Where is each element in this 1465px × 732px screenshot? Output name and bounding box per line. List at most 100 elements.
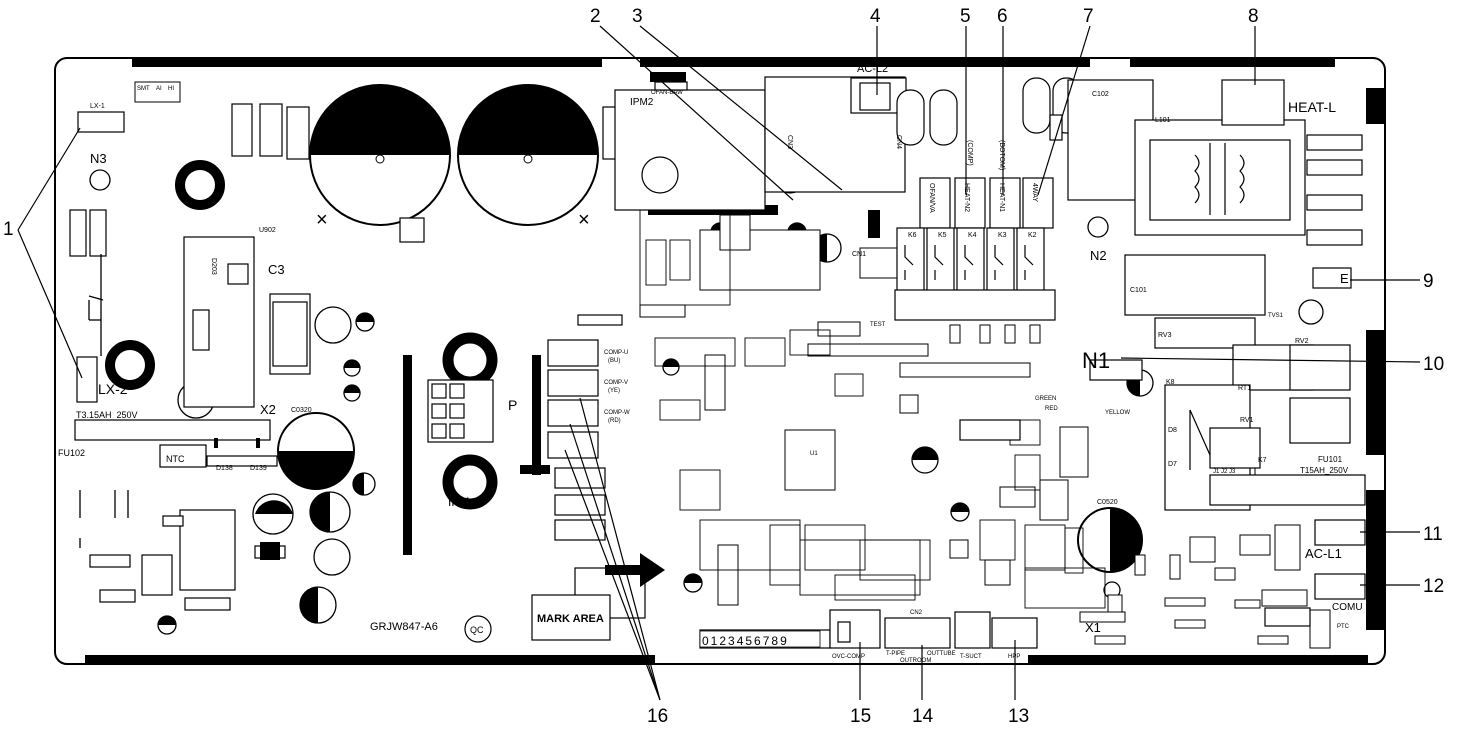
u1-label: U1 — [810, 451, 818, 457]
capacitor-c0202: × C0202 — [457, 84, 599, 231]
mark-area-box — [531, 594, 611, 641]
tpipe-label: T-PIPE — [886, 651, 905, 657]
leader-lines — [17, 25, 1421, 701]
ipm2-label: IPM2 — [630, 97, 654, 108]
cn2-label: CN2 — [910, 610, 923, 616]
j1j2j3-label: J1 J2 J3 — [1213, 469, 1236, 475]
e-label: E — [1340, 271, 1349, 286]
callout-10: 10 — [1423, 354, 1444, 375]
k3-label: K3 — [998, 232, 1007, 239]
tsuct-label: T-SUCT — [960, 654, 982, 660]
lx2-label: LX-2 — [98, 381, 128, 397]
heat-n1-label: HEAT-N1 — [998, 183, 1005, 212]
x2-label: X2 — [260, 402, 276, 417]
top-connectors — [764, 76, 1366, 600]
callout-12: 12 — [1423, 576, 1444, 597]
c0201-label: C0201 — [367, 85, 388, 92]
x1-label: X1 — [1085, 620, 1101, 635]
callout-3: 3 — [632, 6, 643, 27]
comp-connector-label: (COMP) — [966, 140, 973, 166]
left-resistor-lines — [79, 254, 129, 548]
c0520-label: C0520 — [1097, 499, 1118, 506]
k8-label: K8 — [1166, 379, 1175, 386]
smt-box — [134, 81, 181, 103]
left-components — [69, 103, 626, 611]
c101-label: C101 — [1130, 287, 1147, 294]
cn4-label: CN4 — [895, 135, 902, 149]
callout-4: 4 — [870, 6, 881, 27]
smd-grid — [639, 209, 1106, 609]
comp-v-color: (YE) — [608, 388, 620, 394]
callout-15: 15 — [850, 706, 871, 727]
outroom-label: OUTROOM — [900, 658, 931, 664]
smt-label: SMT — [137, 86, 150, 92]
ntc-label: NTC — [166, 454, 185, 464]
k4-label: K4 — [968, 232, 977, 239]
comu-label: COMU — [1332, 602, 1363, 613]
n1-label: N1 — [1082, 348, 1110, 373]
ai-label: AI — [156, 86, 162, 92]
heat-n2-label: HEAT-N2 — [963, 183, 970, 212]
cn1-label: CN1 — [852, 251, 866, 258]
digits-label: 0123456789 — [702, 634, 789, 648]
4way-label: 4WAY — [1031, 183, 1038, 202]
mark-area-label: MARK AREA — [537, 613, 604, 625]
cn3-label: CN3 — [786, 135, 793, 149]
test-label: TEST — [870, 322, 886, 328]
callout-2: 2 — [590, 6, 601, 27]
d139-label: D139 — [250, 465, 267, 472]
fu102-label: FU102 — [58, 448, 85, 458]
hi-label: HI — [168, 86, 174, 92]
k5-label: K5 — [938, 232, 947, 239]
yellow-label: YELLOW — [1105, 410, 1130, 416]
k2-label: K2 — [1028, 232, 1037, 239]
capacitor-c0520: C0520 — [1077, 499, 1143, 573]
ptc-label: PTC — [1337, 624, 1350, 630]
fuse1-label: T3.15AH_250V — [76, 410, 138, 420]
callout-9: 9 — [1423, 271, 1434, 292]
callout-numbers: 1 2 3 4 5 6 7 8 9 10 11 12 13 14 15 16 — [3, 6, 1444, 727]
ofan-va-label: OFAN/VA — [928, 183, 935, 213]
callout-11: 11 — [1423, 524, 1443, 545]
rv3-label: RV3 — [1158, 332, 1172, 339]
p-label: P — [508, 397, 517, 413]
k7-label: K7 — [1258, 457, 1267, 464]
lx1-label: LX-1 — [90, 103, 105, 110]
botom-connector-label: (BOTOM) — [998, 140, 1005, 170]
outtube-label: OUTTUBE — [927, 651, 956, 657]
hpp-label: HPP — [1008, 654, 1020, 660]
callout-1: 1 — [3, 219, 14, 240]
rt1-label: RT1 — [1238, 385, 1251, 392]
n3-label: N3 — [90, 151, 107, 166]
fu101-rating: T15AH_250V — [1300, 466, 1349, 475]
fu101-label: FU101 — [1318, 455, 1343, 464]
d203-label: D203 — [210, 258, 217, 275]
tvs1-label: TVS1 — [1268, 313, 1284, 319]
ovc-label: OVC-COMP — [832, 654, 865, 660]
relay-symbols — [904, 245, 1034, 280]
ofan-baw-label: OFAN-BAW — [651, 90, 683, 96]
capacitor-c0201: × C0201 — [309, 84, 451, 231]
c3-label: C3 — [268, 262, 285, 277]
d7-label: D7 — [1168, 461, 1177, 468]
heat-l-label: HEAT-L — [1288, 99, 1336, 115]
rv1-label: RV1 — [1240, 417, 1254, 424]
callout-5: 5 — [960, 6, 971, 27]
inductor-coils — [1189, 143, 1245, 470]
d138-label: D138 — [216, 465, 233, 472]
c0202-label: C0202 — [514, 85, 535, 92]
comp-w-label: COMP-W — [604, 410, 630, 416]
capacitor-c0320: C0320 — [277, 407, 355, 490]
rv2-label: RV2 — [1295, 338, 1309, 345]
silkscreen-labels: LX-1 LX-2 N1 N2 N3 X1 X2 C3 AC-L2 AC-L1 … — [58, 63, 1363, 664]
ac-l2-label: AC-L2 — [857, 63, 888, 75]
callout-6: 6 — [997, 6, 1008, 27]
comp-w-color: (RD) — [608, 418, 621, 424]
relay-connectors — [894, 177, 1056, 321]
ac-l1-label: AC-L1 — [1305, 546, 1342, 561]
k6-label: K6 — [908, 232, 917, 239]
callout-14: 14 — [912, 706, 934, 727]
c0320-label: C0320 — [291, 407, 312, 414]
comp-v-label: COMP-V — [604, 380, 628, 386]
